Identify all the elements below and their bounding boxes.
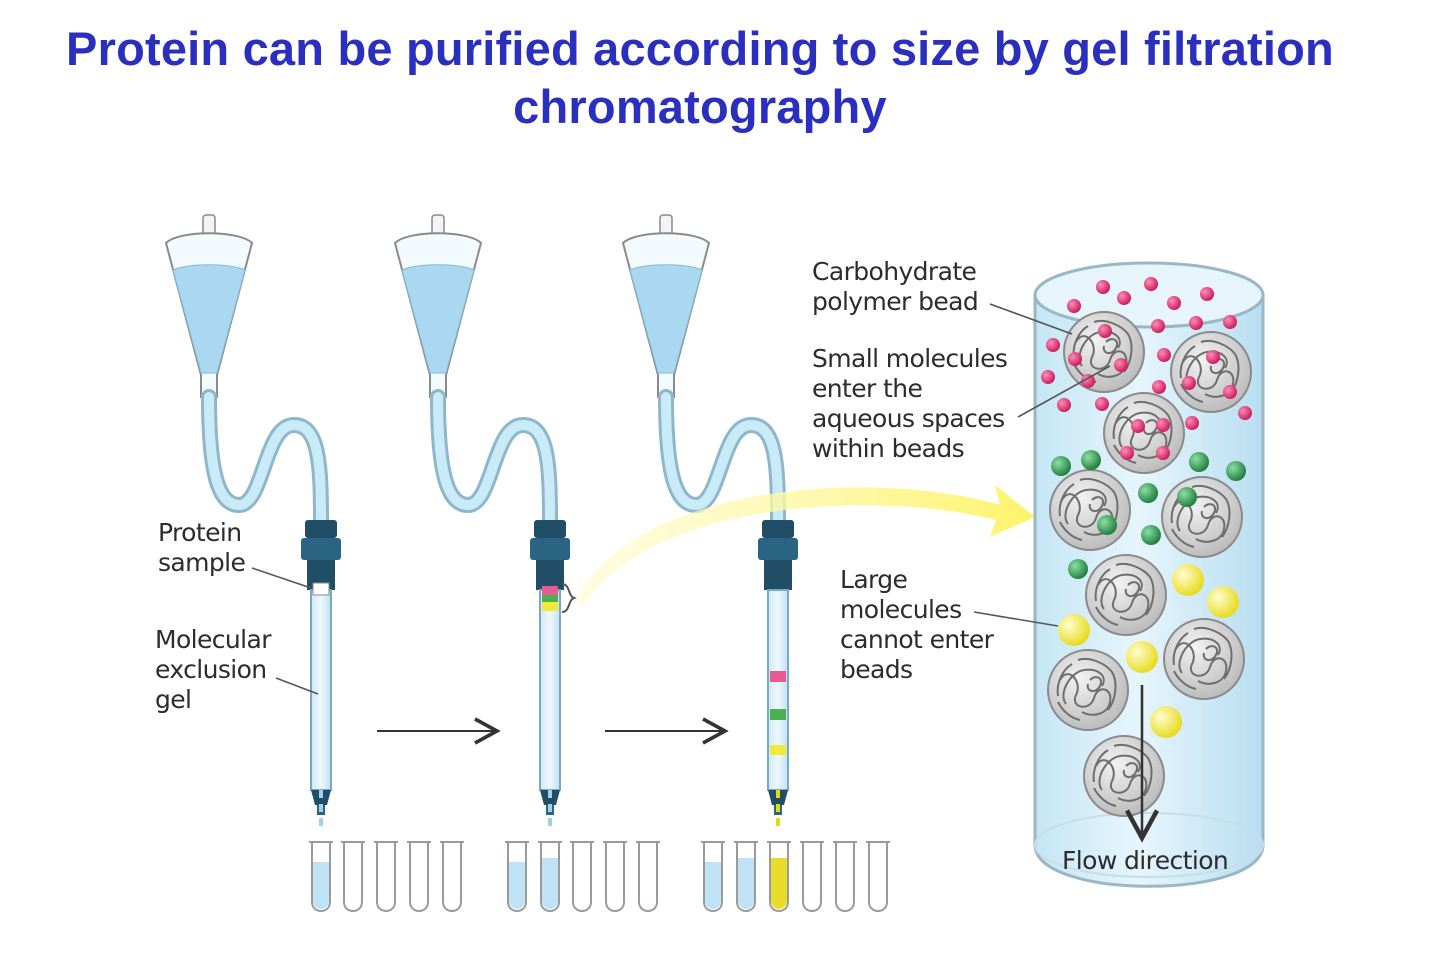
band-medium-step3 — [770, 709, 786, 720]
label-carbohydrate-bead: Carbohydrate polymer bead — [812, 257, 979, 317]
band-large-step2 — [542, 602, 558, 611]
leader-protein-sample — [251, 567, 312, 589]
label-protein-sample-line-2: sample — [158, 548, 246, 577]
tube-rack-step-2 — [504, 841, 661, 912]
band-small-step2 — [542, 586, 558, 595]
title-line-2: chromatography — [513, 80, 887, 133]
label-protein-sample-line-1: Protein — [158, 518, 242, 547]
label-exclusion-gel-line-3: gel — [155, 685, 192, 714]
zoom-arrow — [575, 485, 1035, 605]
label-large-molecules-line-2: molecules — [840, 595, 962, 624]
leader-carbohydrate-bead — [989, 303, 1073, 335]
band-small-step3 — [770, 671, 786, 682]
protein-sample-band — [312, 582, 330, 596]
large-molecules — [1058, 564, 1239, 738]
band-large-step3 — [770, 745, 786, 755]
band-brace — [561, 583, 578, 613]
label-exclusion-gel-line-2: exclusion — [155, 655, 267, 684]
label-small-molecules-line-4: within beads — [812, 434, 965, 463]
title-line-1: Protein can be purified according to siz… — [66, 22, 1334, 75]
label-small-molecules: Small molecules enter the aqueous spaces… — [812, 344, 1008, 464]
tube-rack-step-1 — [308, 841, 465, 912]
label-exclusion-gel: Molecular exclusion gel — [155, 625, 272, 715]
apparatus-step-2 — [395, 215, 570, 815]
label-large-molecules-line-1: Large — [840, 565, 908, 594]
leader-small-molecules — [1017, 365, 1111, 418]
apparatus-step-1 — [166, 215, 341, 815]
tube-rack-step-3 — [700, 841, 891, 912]
label-small-molecules-line-1: Small molecules — [812, 344, 1008, 373]
small-molecules — [1041, 277, 1252, 460]
band-medium-step2 — [542, 595, 558, 602]
label-large-molecules-line-4: beads — [840, 655, 913, 684]
label-large-molecules: Large molecules cannot enter beads — [840, 565, 994, 685]
page-title: Protein can be purified according to siz… — [0, 20, 1400, 136]
label-carbohydrate-bead-line-2: polymer bead — [812, 287, 979, 316]
label-small-molecules-line-2: enter the — [812, 374, 923, 403]
label-exclusion-gel-line-1: Molecular — [155, 625, 272, 654]
label-small-molecules-line-3: aqueous spaces — [812, 404, 1005, 433]
label-flow-direction: Flow direction — [1062, 846, 1229, 875]
leader-exclusion-gel — [275, 677, 319, 695]
medium-molecules — [1051, 450, 1246, 579]
leader-large-molecules — [973, 611, 1059, 627]
label-large-molecules-line-3: cannot enter — [840, 625, 994, 654]
label-carbohydrate-bead-line-1: Carbohydrate — [812, 257, 977, 286]
label-protein-sample: Protein sample — [158, 518, 246, 578]
